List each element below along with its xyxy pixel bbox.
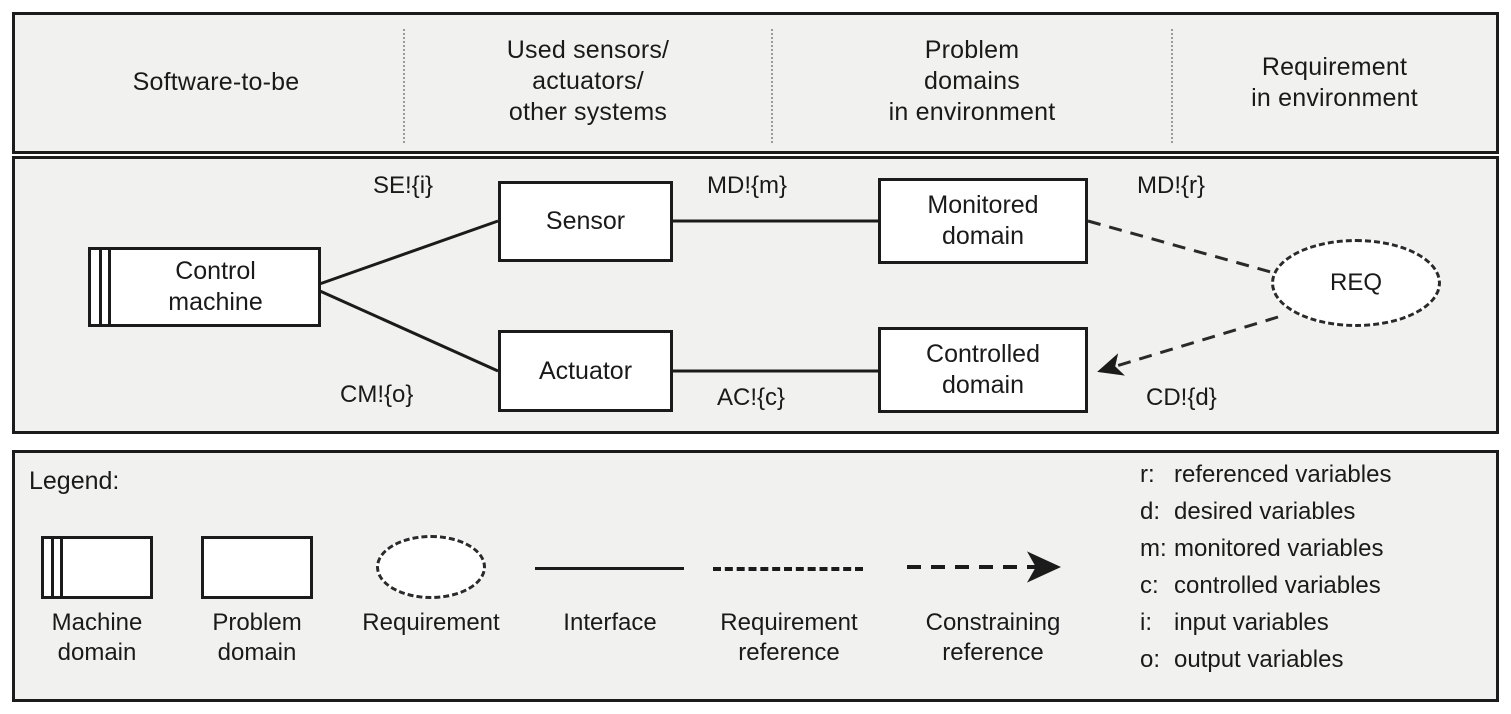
edge-label-se-i: SE!{i} [373, 172, 434, 199]
machine-bar-inner-icon [60, 539, 63, 596]
legend-symbol-machine-domain [41, 536, 153, 599]
edge-machine-to-sensor [310, 219, 499, 289]
node-sensor[interactable]: Sensor [498, 181, 673, 262]
variable-legend-list: r: referenced variables d: desired varia… [1140, 456, 1490, 678]
variable-desc-o: output variables [1174, 646, 1344, 673]
variable-desc-i: input variables [1174, 609, 1329, 636]
edge-machine-to-actuator [310, 285, 499, 373]
machine-bar-inner [108, 250, 111, 324]
variable-desc-d: desired variables [1174, 498, 1356, 525]
variable-desc-c: controlled variables [1174, 572, 1381, 599]
variable-row-r: r: referenced variables [1140, 456, 1490, 493]
node-control-machine[interactable]: Control machine [88, 247, 321, 327]
variable-row-m: m: monitored variables [1140, 530, 1490, 567]
variable-row-c: c: controlled variables [1140, 567, 1490, 604]
variable-key-d: d: [1140, 498, 1161, 525]
node-controlled-domain[interactable]: Controlled domain [878, 327, 1088, 413]
edge-requirement-to-controlled-domain [1097, 315, 1279, 376]
machine-bar-outer [99, 250, 102, 324]
legend-title: Legend: [29, 467, 120, 495]
variable-row-i: i: input variables [1140, 604, 1490, 641]
legend-caption-interface: Interface [563, 609, 657, 636]
variable-row-o: o: output variables [1140, 641, 1490, 678]
legend-symbol-problem-domain [201, 536, 313, 599]
variable-desc-m: monitored variables [1174, 535, 1384, 562]
legend-panel: Legend: Machine domain Problem domain Re… [12, 450, 1499, 702]
legend-caption-machine-domain: Machine domain [51, 609, 143, 666]
legend-symbol-constraining-reference [905, 549, 1083, 585]
column-header-problem-domains: Problem domains in environment [888, 36, 1056, 126]
variable-row-d: d: desired variables [1140, 493, 1490, 530]
diagram-panel: Control machine Sensor Actuator Monitore… [12, 156, 1499, 434]
node-actuator[interactable]: Actuator [498, 330, 673, 412]
edge-label-ac-c: AC!{c} [717, 384, 786, 411]
variable-key-o: o: [1140, 646, 1161, 673]
legend-symbol-requirement-reference [713, 567, 863, 571]
column-separator-2 [771, 29, 773, 143]
variable-key-r: r: [1140, 461, 1155, 488]
node-label-actuator: Actuator [538, 356, 633, 385]
legend-caption-problem-domain: Problem domain [212, 609, 302, 666]
variable-key-m: m: [1140, 535, 1167, 562]
variable-key-c: c: [1140, 572, 1159, 599]
edge-label-md-r: MD!{r} [1137, 172, 1206, 199]
variable-desc-r: referenced variables [1174, 461, 1392, 488]
header-panel: Software-to-be Used sensors/ actuators/ … [12, 12, 1499, 154]
variable-key-i: i: [1140, 609, 1152, 636]
node-label-req: REQ [1329, 269, 1382, 296]
column-separator-3 [1171, 29, 1173, 143]
node-label-monitored-domain: Monitored domain [927, 191, 1039, 250]
legend-caption-constraining-reference: Constraining reference [925, 609, 1061, 666]
column-header-used-sensors: Used sensors/ actuators/ other systems [506, 36, 670, 126]
column-header-software-to-be: Software-to-be [132, 68, 300, 96]
edge-label-md-m: MD!{m} [707, 172, 788, 199]
legend-symbol-interface [535, 567, 684, 570]
legend-caption-requirement-reference: Requirement reference [720, 609, 858, 666]
column-header-requirement-in-environment: Requirement in environment [1251, 53, 1418, 112]
node-requirement-req[interactable]: REQ [1271, 239, 1441, 327]
node-label-sensor: Sensor [545, 207, 626, 235]
edge-monitored-domain-to-requirement [1087, 219, 1279, 276]
node-monitored-domain[interactable]: Monitored domain [878, 178, 1088, 264]
node-label-control-machine: Control machine [168, 257, 263, 316]
legend-caption-requirement: Requirement [362, 609, 500, 636]
edge-label-cd-d: CD!{d} [1146, 384, 1217, 411]
legend-symbol-requirement [376, 535, 486, 599]
column-separator-1 [403, 29, 405, 143]
node-label-controlled-domain: Controlled domain [926, 340, 1040, 399]
machine-bar-outer-icon [51, 539, 54, 596]
edge-label-cm-o: CM!{o} [340, 381, 414, 408]
